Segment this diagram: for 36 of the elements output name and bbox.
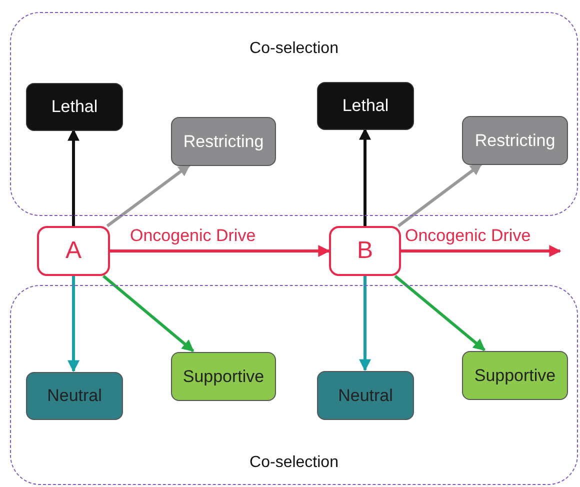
gene-box bbox=[329, 226, 401, 276]
arrow bbox=[359, 128, 371, 226]
node-label: Neutral bbox=[47, 386, 102, 406]
arrow bbox=[359, 276, 371, 372]
node-label: Neutral bbox=[338, 386, 393, 406]
edge-label: Oncogenic Drive bbox=[130, 227, 256, 246]
region-heading: Co-selection bbox=[250, 40, 338, 58]
arrow bbox=[68, 276, 80, 372]
neutral-box bbox=[26, 372, 123, 420]
lethal-box bbox=[26, 83, 123, 131]
supportive-box bbox=[171, 352, 276, 401]
arrow bbox=[102, 274, 194, 352]
node-label: Restricting bbox=[183, 132, 264, 152]
node-label: B bbox=[356, 237, 373, 265]
arrow bbox=[106, 164, 190, 228]
node-label: A bbox=[65, 237, 82, 265]
gene-box bbox=[37, 226, 110, 276]
arrow bbox=[401, 245, 562, 257]
node-label: Lethal bbox=[51, 97, 98, 117]
arrow bbox=[394, 274, 486, 352]
node-label: Supportive bbox=[474, 366, 556, 386]
region-heading: Co-selection bbox=[250, 454, 338, 472]
node-label: Supportive bbox=[182, 366, 264, 386]
edge-label: Oncogenic Drive bbox=[405, 227, 531, 246]
selection-region bbox=[10, 285, 578, 485]
selection-region bbox=[10, 12, 578, 216]
arrow bbox=[110, 245, 330, 257]
node-label: Restricting bbox=[474, 130, 556, 150]
restricting-box bbox=[171, 117, 276, 166]
arrow bbox=[68, 128, 80, 226]
lethal-box bbox=[317, 82, 414, 130]
neutral-box bbox=[317, 371, 414, 420]
supportive-box bbox=[462, 351, 568, 400]
arrow bbox=[398, 162, 482, 228]
restricting-box bbox=[462, 116, 568, 165]
node-label: Lethal bbox=[342, 96, 389, 116]
